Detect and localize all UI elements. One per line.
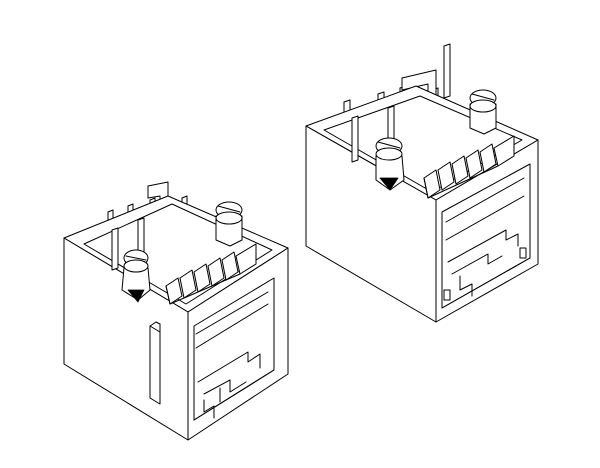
large-jack-mounting-post-left bbox=[375, 137, 405, 191]
large-jack-latch-window-right bbox=[519, 247, 527, 259]
large-jack-mounting-post-right bbox=[469, 89, 497, 135]
small-jack-mounting-post-left bbox=[121, 249, 151, 303]
large-jack bbox=[305, 43, 539, 323]
large-jack-contact-comb bbox=[423, 135, 515, 199]
small-jack-mounting-post-right bbox=[215, 201, 243, 247]
small-jack bbox=[63, 181, 289, 441]
small-jack-contact-comb bbox=[165, 243, 257, 305]
small-jack-port bbox=[193, 277, 275, 421]
large-jack-latch-window-left bbox=[443, 289, 451, 301]
large-jack-port bbox=[441, 163, 531, 309]
small-jack-front-slot bbox=[149, 325, 161, 405]
